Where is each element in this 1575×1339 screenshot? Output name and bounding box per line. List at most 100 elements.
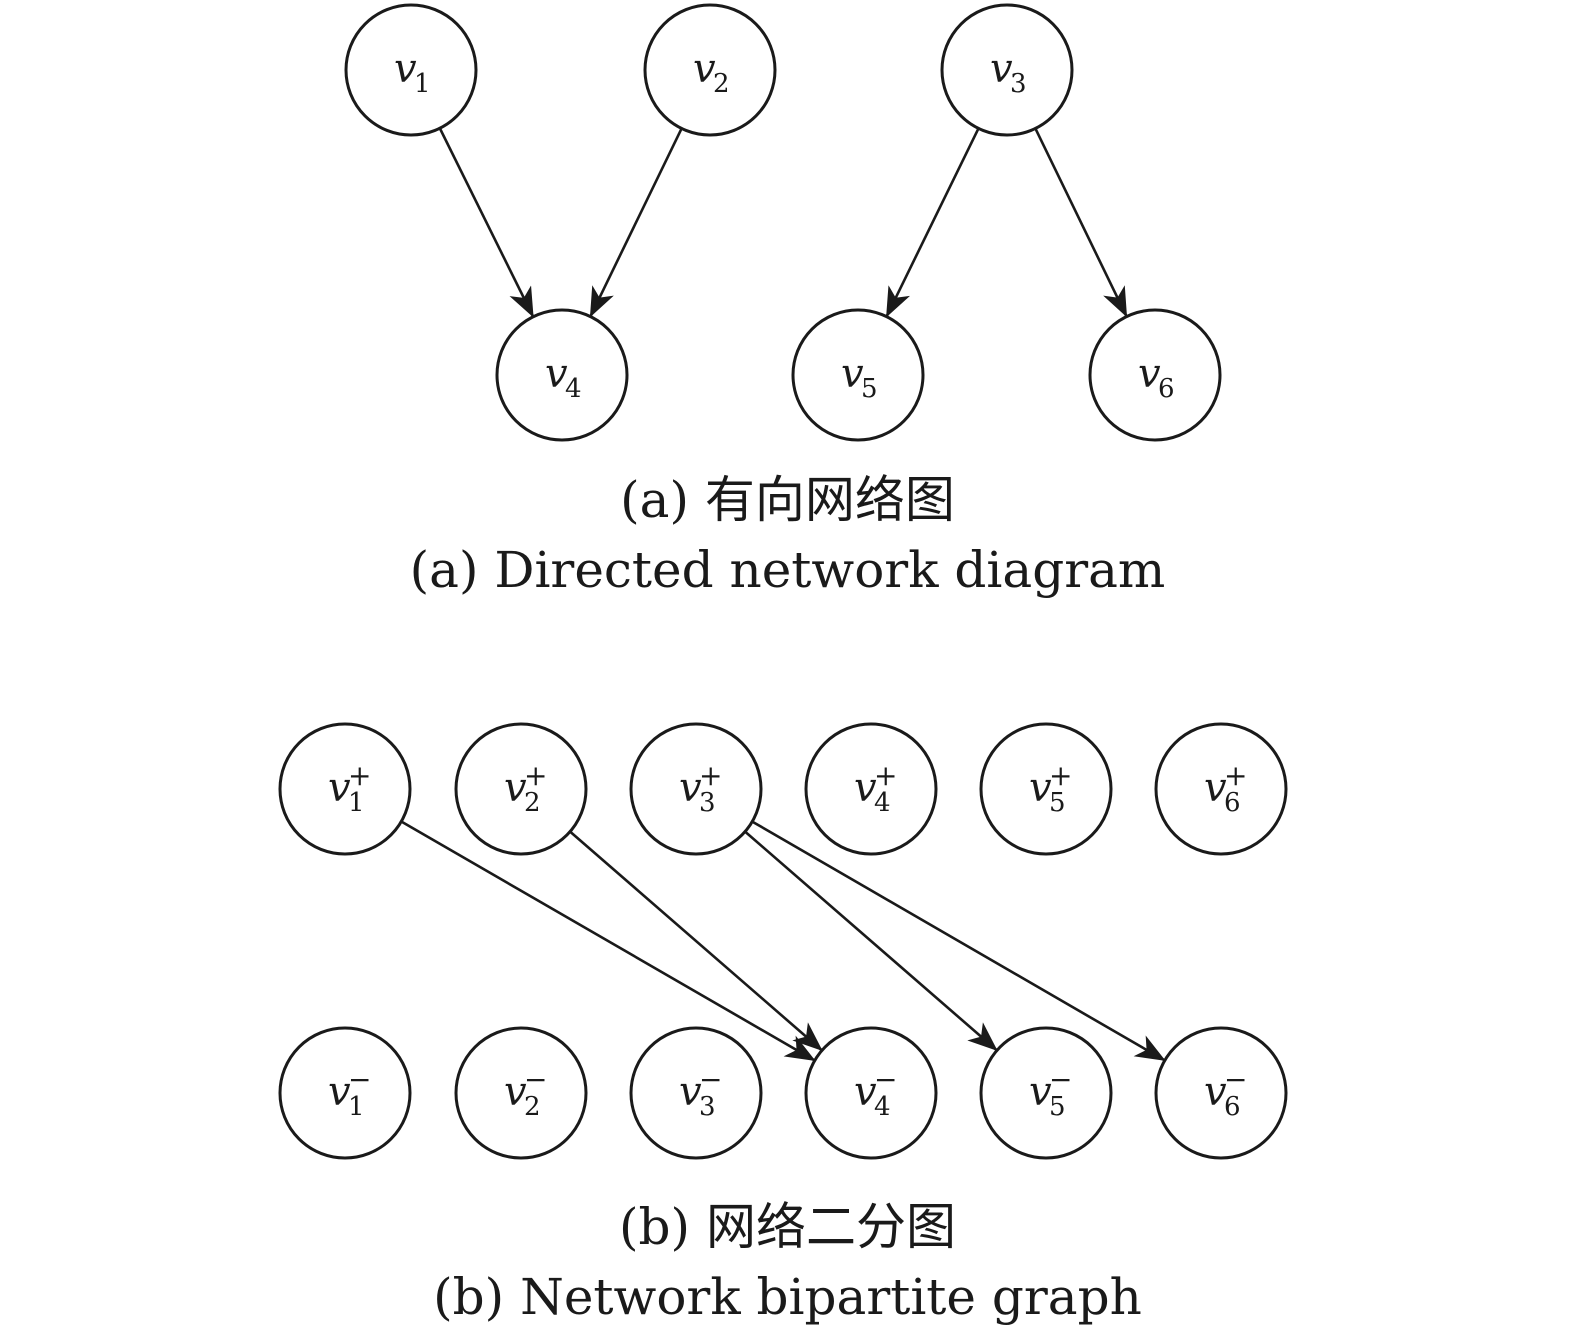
panel-b-caption-cn: (b) 网络二分图 bbox=[619, 1198, 956, 1256]
node-subscript: 6 bbox=[1224, 788, 1241, 818]
panel-b-edge-v1p-v4m bbox=[400, 820, 816, 1062]
node-superscript: + bbox=[1224, 759, 1247, 792]
node-label: v bbox=[1204, 1069, 1227, 1115]
panel-a-node-v4: v4 bbox=[495, 308, 629, 442]
node-symbol: v bbox=[679, 1069, 702, 1115]
node-subscript: 1 bbox=[348, 1092, 365, 1122]
panel-a-node-v5: v5 bbox=[791, 308, 925, 442]
panel-b-caption-en: (b) Network bipartite graph bbox=[433, 1268, 1142, 1326]
node-label: v bbox=[328, 1069, 351, 1115]
node-circle bbox=[454, 722, 588, 856]
node-circle bbox=[1088, 308, 1222, 442]
node-subscript: 3 bbox=[699, 788, 716, 818]
node-superscript: − bbox=[348, 1063, 371, 1096]
node-circle bbox=[804, 1026, 938, 1160]
node-subscript: 5 bbox=[861, 374, 878, 404]
panel-b-node-v6m: v6− bbox=[1154, 1026, 1288, 1160]
node-symbol: v bbox=[328, 765, 351, 811]
node-symbol: v bbox=[841, 351, 864, 397]
node-circle bbox=[495, 308, 629, 442]
node-superscript: + bbox=[874, 759, 897, 792]
node-subscript: 4 bbox=[874, 1092, 891, 1122]
node-symbol: v bbox=[1029, 765, 1052, 811]
panel-a-node-v3: v3 bbox=[940, 3, 1074, 137]
node-subscript: 6 bbox=[1158, 374, 1175, 404]
panel-b-node-v4m: v4− bbox=[804, 1026, 938, 1160]
node-circle bbox=[1154, 1026, 1288, 1160]
panel-b-node-v5m: v5− bbox=[979, 1026, 1113, 1160]
panel-a-node-v2: v2 bbox=[643, 3, 777, 137]
node-symbol: v bbox=[854, 1069, 877, 1115]
node-symbol: v bbox=[504, 765, 527, 811]
node-symbol: v bbox=[504, 1069, 527, 1115]
node-subscript: 2 bbox=[713, 69, 730, 99]
node-circle bbox=[629, 722, 763, 856]
panel-b-node-v1p: v1+ bbox=[278, 722, 412, 856]
node-subscript: 4 bbox=[565, 374, 582, 404]
node-circle bbox=[791, 308, 925, 442]
node-circle bbox=[979, 1026, 1113, 1160]
panel-b-edges bbox=[400, 820, 1166, 1062]
node-symbol: v bbox=[394, 46, 417, 92]
node-symbol: v bbox=[854, 765, 877, 811]
panel-b-edge-v2p-v4m bbox=[569, 830, 823, 1052]
panel-a-node-v1: v1 bbox=[344, 3, 478, 137]
panel-b-node-v2p: v2+ bbox=[454, 722, 588, 856]
node-label: v bbox=[990, 46, 1013, 92]
node-symbol: v bbox=[1138, 351, 1161, 397]
node-subscript: 1 bbox=[348, 788, 365, 818]
panel-a-caption-en: (a) Directed network diagram bbox=[409, 541, 1166, 599]
node-symbol: v bbox=[693, 46, 716, 92]
panel-b-node-v6p: v6+ bbox=[1154, 722, 1288, 856]
node-subscript: 2 bbox=[524, 1092, 541, 1122]
node-circle bbox=[1154, 722, 1288, 856]
node-circle bbox=[278, 722, 412, 856]
node-superscript: − bbox=[1049, 1063, 1072, 1096]
node-label: v bbox=[328, 765, 351, 811]
node-symbol: v bbox=[1204, 1069, 1227, 1115]
panel-b-node-v5p: v5+ bbox=[979, 722, 1113, 856]
node-label: v bbox=[679, 765, 702, 811]
node-superscript: + bbox=[348, 759, 371, 792]
panel-a-edges bbox=[438, 127, 1128, 318]
node-subscript: 3 bbox=[699, 1092, 716, 1122]
panel-a-edge-v1-v4 bbox=[438, 127, 535, 318]
node-circle bbox=[278, 1026, 412, 1160]
node-symbol: v bbox=[990, 46, 1013, 92]
node-label: v bbox=[504, 765, 527, 811]
panel-b-node-v3p: v3+ bbox=[629, 722, 763, 856]
node-superscript: − bbox=[699, 1063, 722, 1096]
panel-a-node-v6: v6 bbox=[1088, 308, 1222, 442]
panel-b-nodes: v1+v2+v3+v4+v5+v6+v1−v2−v3−v4−v5−v6− bbox=[278, 722, 1288, 1160]
panel-b-node-v2m: v2− bbox=[454, 1026, 588, 1160]
node-subscript: 5 bbox=[1049, 788, 1066, 818]
node-label: v bbox=[1138, 351, 1161, 397]
panel-a-edge-v3-v5 bbox=[885, 127, 980, 318]
node-label: v bbox=[504, 1069, 527, 1115]
node-subscript: 2 bbox=[524, 788, 541, 818]
node-symbol: v bbox=[328, 1069, 351, 1115]
node-label: v bbox=[1029, 1069, 1052, 1115]
panel-a-edge-v2-v4 bbox=[589, 127, 683, 318]
panel-b-node-v1m: v1− bbox=[278, 1026, 412, 1160]
node-symbol: v bbox=[679, 765, 702, 811]
node-label: v bbox=[545, 351, 568, 397]
node-circle bbox=[344, 3, 478, 137]
node-label: v bbox=[854, 765, 877, 811]
panel-b-edge-v3p-v5m bbox=[744, 830, 998, 1052]
panel-a-edge-v3-v6 bbox=[1034, 127, 1128, 318]
node-subscript: 5 bbox=[1049, 1092, 1066, 1122]
node-symbol: v bbox=[1204, 765, 1227, 811]
node-label: v bbox=[394, 46, 417, 92]
node-superscript: − bbox=[524, 1063, 547, 1096]
node-symbol: v bbox=[1029, 1069, 1052, 1115]
panel-b-node-v3m: v3− bbox=[629, 1026, 763, 1160]
node-superscript: + bbox=[699, 759, 722, 792]
node-subscript: 3 bbox=[1010, 69, 1027, 99]
node-superscript: + bbox=[524, 759, 547, 792]
node-circle bbox=[643, 3, 777, 137]
node-circle bbox=[979, 722, 1113, 856]
node-label: v bbox=[1204, 765, 1227, 811]
node-label: v bbox=[841, 351, 864, 397]
